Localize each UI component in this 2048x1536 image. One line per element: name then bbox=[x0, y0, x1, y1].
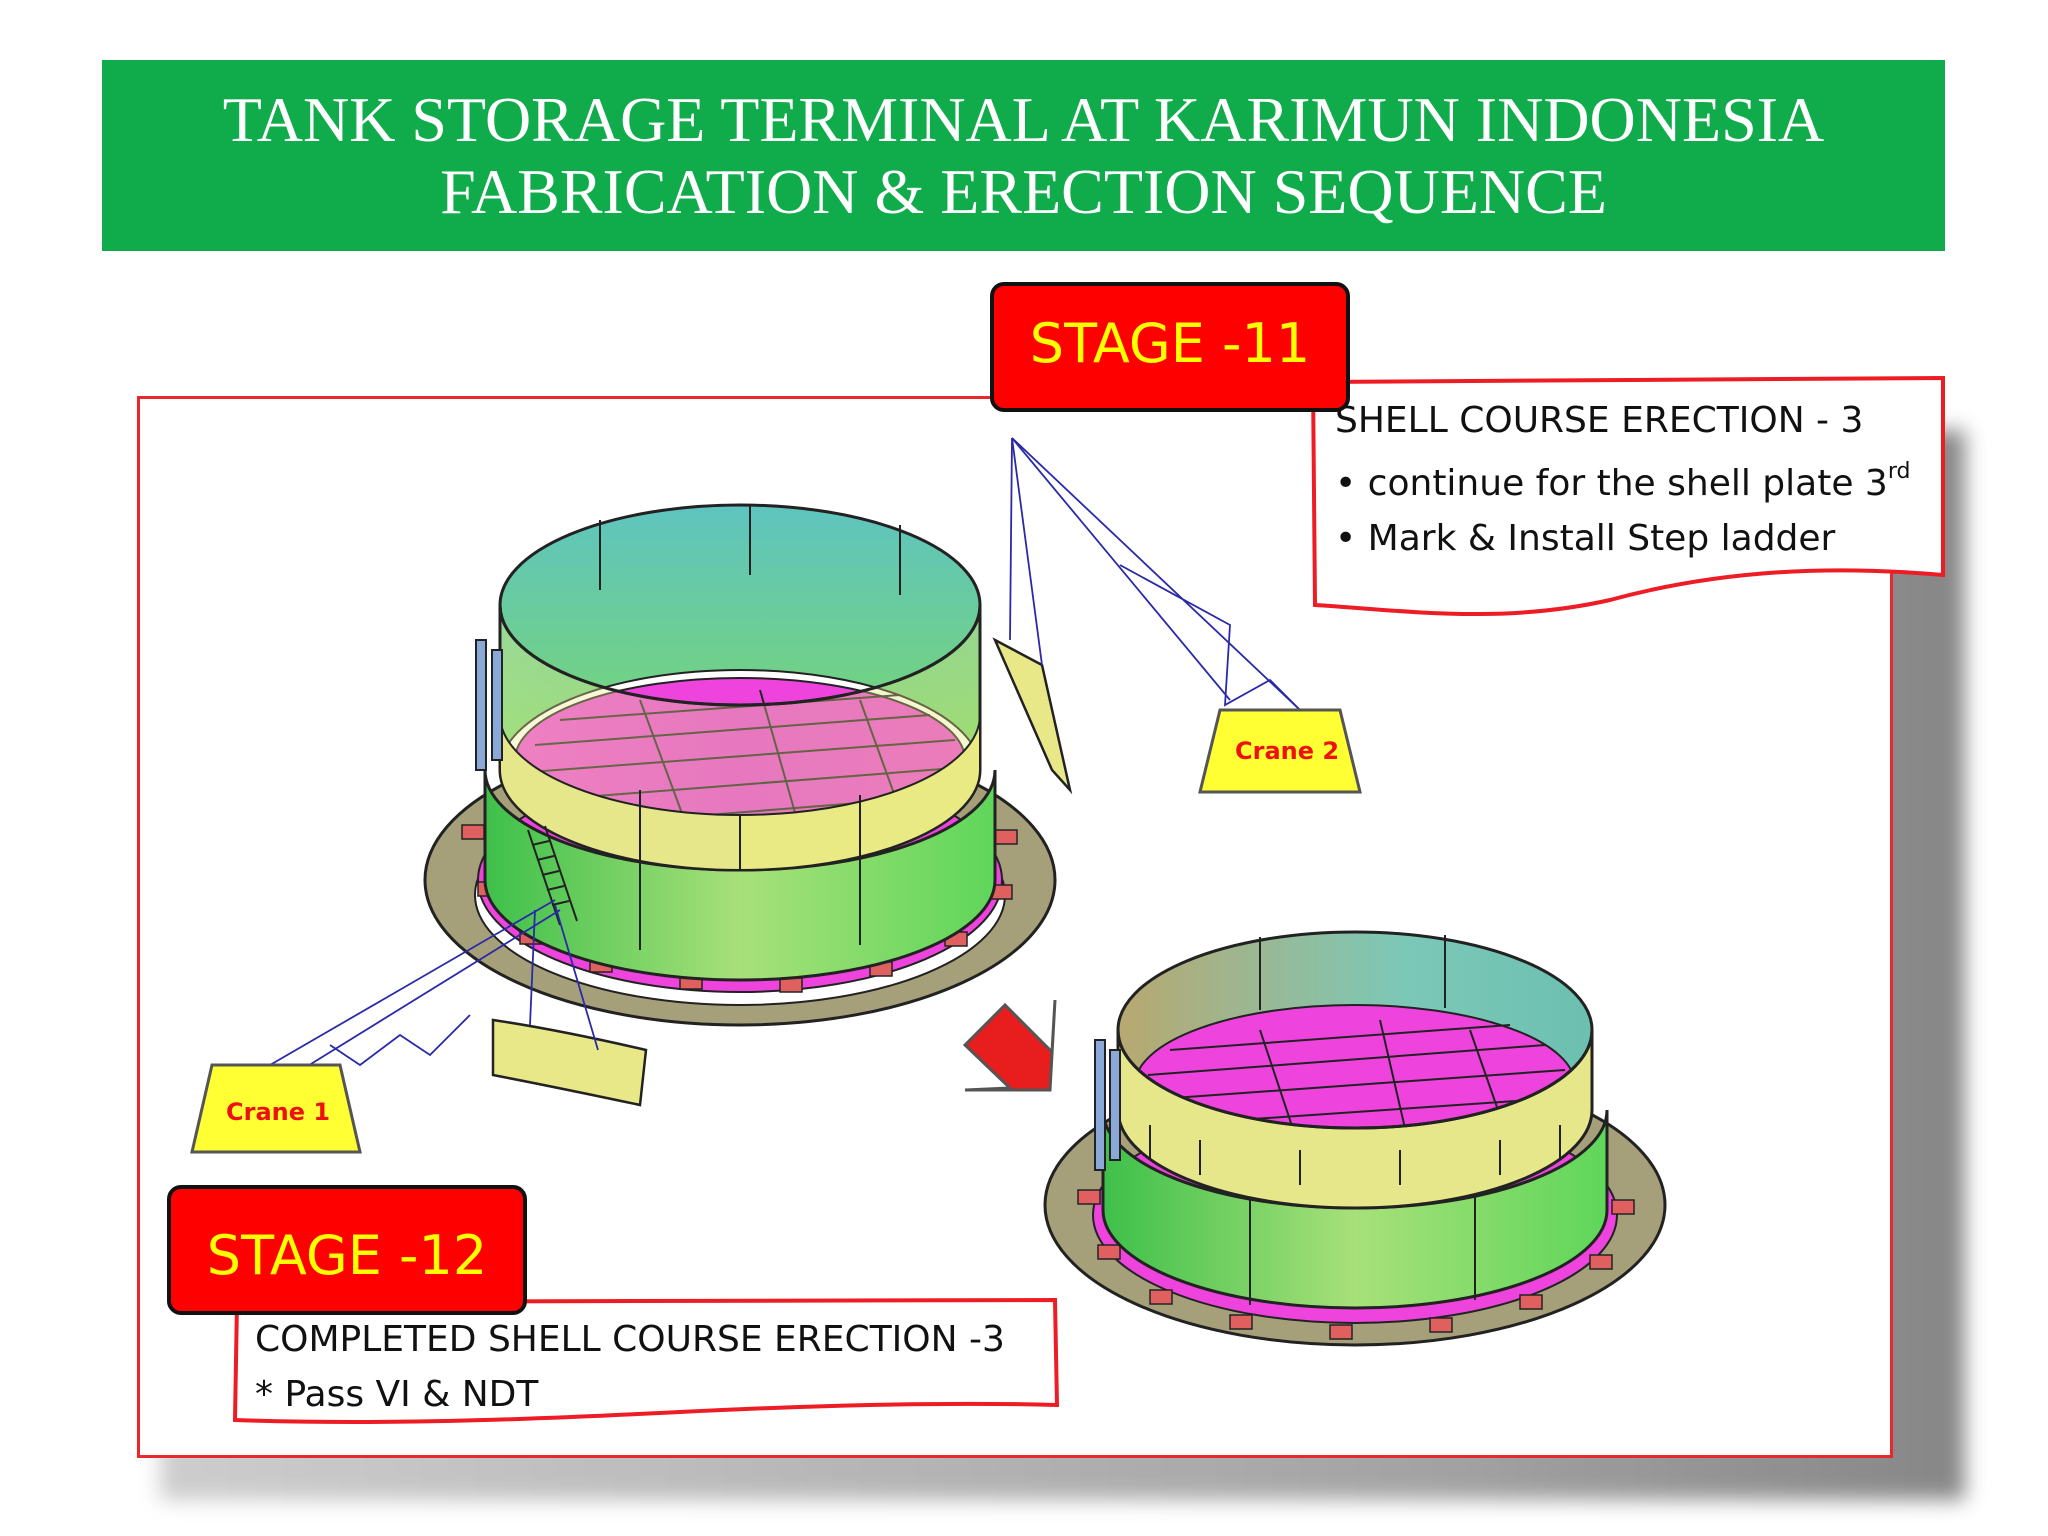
stage-11-bullet-1-text: • continue for the shell plate 3 bbox=[1335, 463, 1888, 504]
stage-12-label-box: STAGE -12 bbox=[167, 1185, 527, 1315]
stage-12-notes: COMPLETED SHELL COURSE ERECTION -3 * Pas… bbox=[255, 1312, 1005, 1422]
hanging-plate-1 bbox=[491, 1018, 648, 1107]
shell-seams-1 bbox=[599, 505, 901, 950]
tank-stage-11 bbox=[423, 503, 1073, 1107]
sequence-arrow bbox=[962, 999, 1057, 1092]
stage-12-line-2: * Pass VI & NDT bbox=[255, 1374, 539, 1415]
stage-11-title: SHELL COURSE ERECTION - 3 bbox=[1335, 400, 1864, 441]
top-angle-posts-2 bbox=[1149, 1125, 1561, 1185]
crane-2-rigging bbox=[1009, 437, 1301, 711]
note-box-stage-12 bbox=[232, 1297, 1060, 1425]
stage-11-bullet-1-sup: rd bbox=[1887, 459, 1911, 484]
title-banner: TANK STORAGE TERMINAL AT KARIMUN INDONES… bbox=[102, 60, 1945, 251]
support-lugs-2 bbox=[1077, 1189, 1635, 1340]
crane-1-box bbox=[190, 1063, 362, 1154]
stage-11-notes: SHELL COURSE ERECTION - 3 • continue for… bbox=[1335, 393, 1910, 566]
stage-11-label-box: STAGE -11 bbox=[990, 282, 1350, 412]
hanging-plate-2 bbox=[992, 637, 1073, 795]
title-line-1: TANK STORAGE TERMINAL AT KARIMUN INDONES… bbox=[222, 83, 1825, 155]
tank-stage-12 bbox=[1043, 930, 1667, 1347]
shell-seams-2 bbox=[1249, 935, 1476, 1305]
crane-2-box bbox=[1198, 708, 1362, 794]
stage-11-bullet-1: • continue for the shell plate 3rd bbox=[1335, 448, 1910, 511]
crane-1-label: Crane 1 bbox=[226, 1098, 331, 1126]
crane-1-rigging bbox=[269, 899, 599, 1081]
step-ladder-1 bbox=[527, 825, 578, 926]
note-box-stage-11 bbox=[1310, 375, 1945, 617]
title-line-2: FABRICATION & ERECTION SEQUENCE bbox=[440, 155, 1607, 227]
stage-12-label: STAGE -12 bbox=[206, 1223, 488, 1287]
stage-11-bullet-2: • Mark & Install Step ladder bbox=[1335, 518, 1836, 559]
stiffeners-2 bbox=[1094, 1039, 1121, 1171]
crane-2-label: Crane 2 bbox=[1235, 737, 1340, 765]
stage-11-label: STAGE -11 bbox=[1029, 311, 1311, 375]
stiffeners-1 bbox=[475, 639, 503, 771]
stage-12-title: COMPLETED SHELL COURSE ERECTION -3 bbox=[255, 1319, 1005, 1360]
